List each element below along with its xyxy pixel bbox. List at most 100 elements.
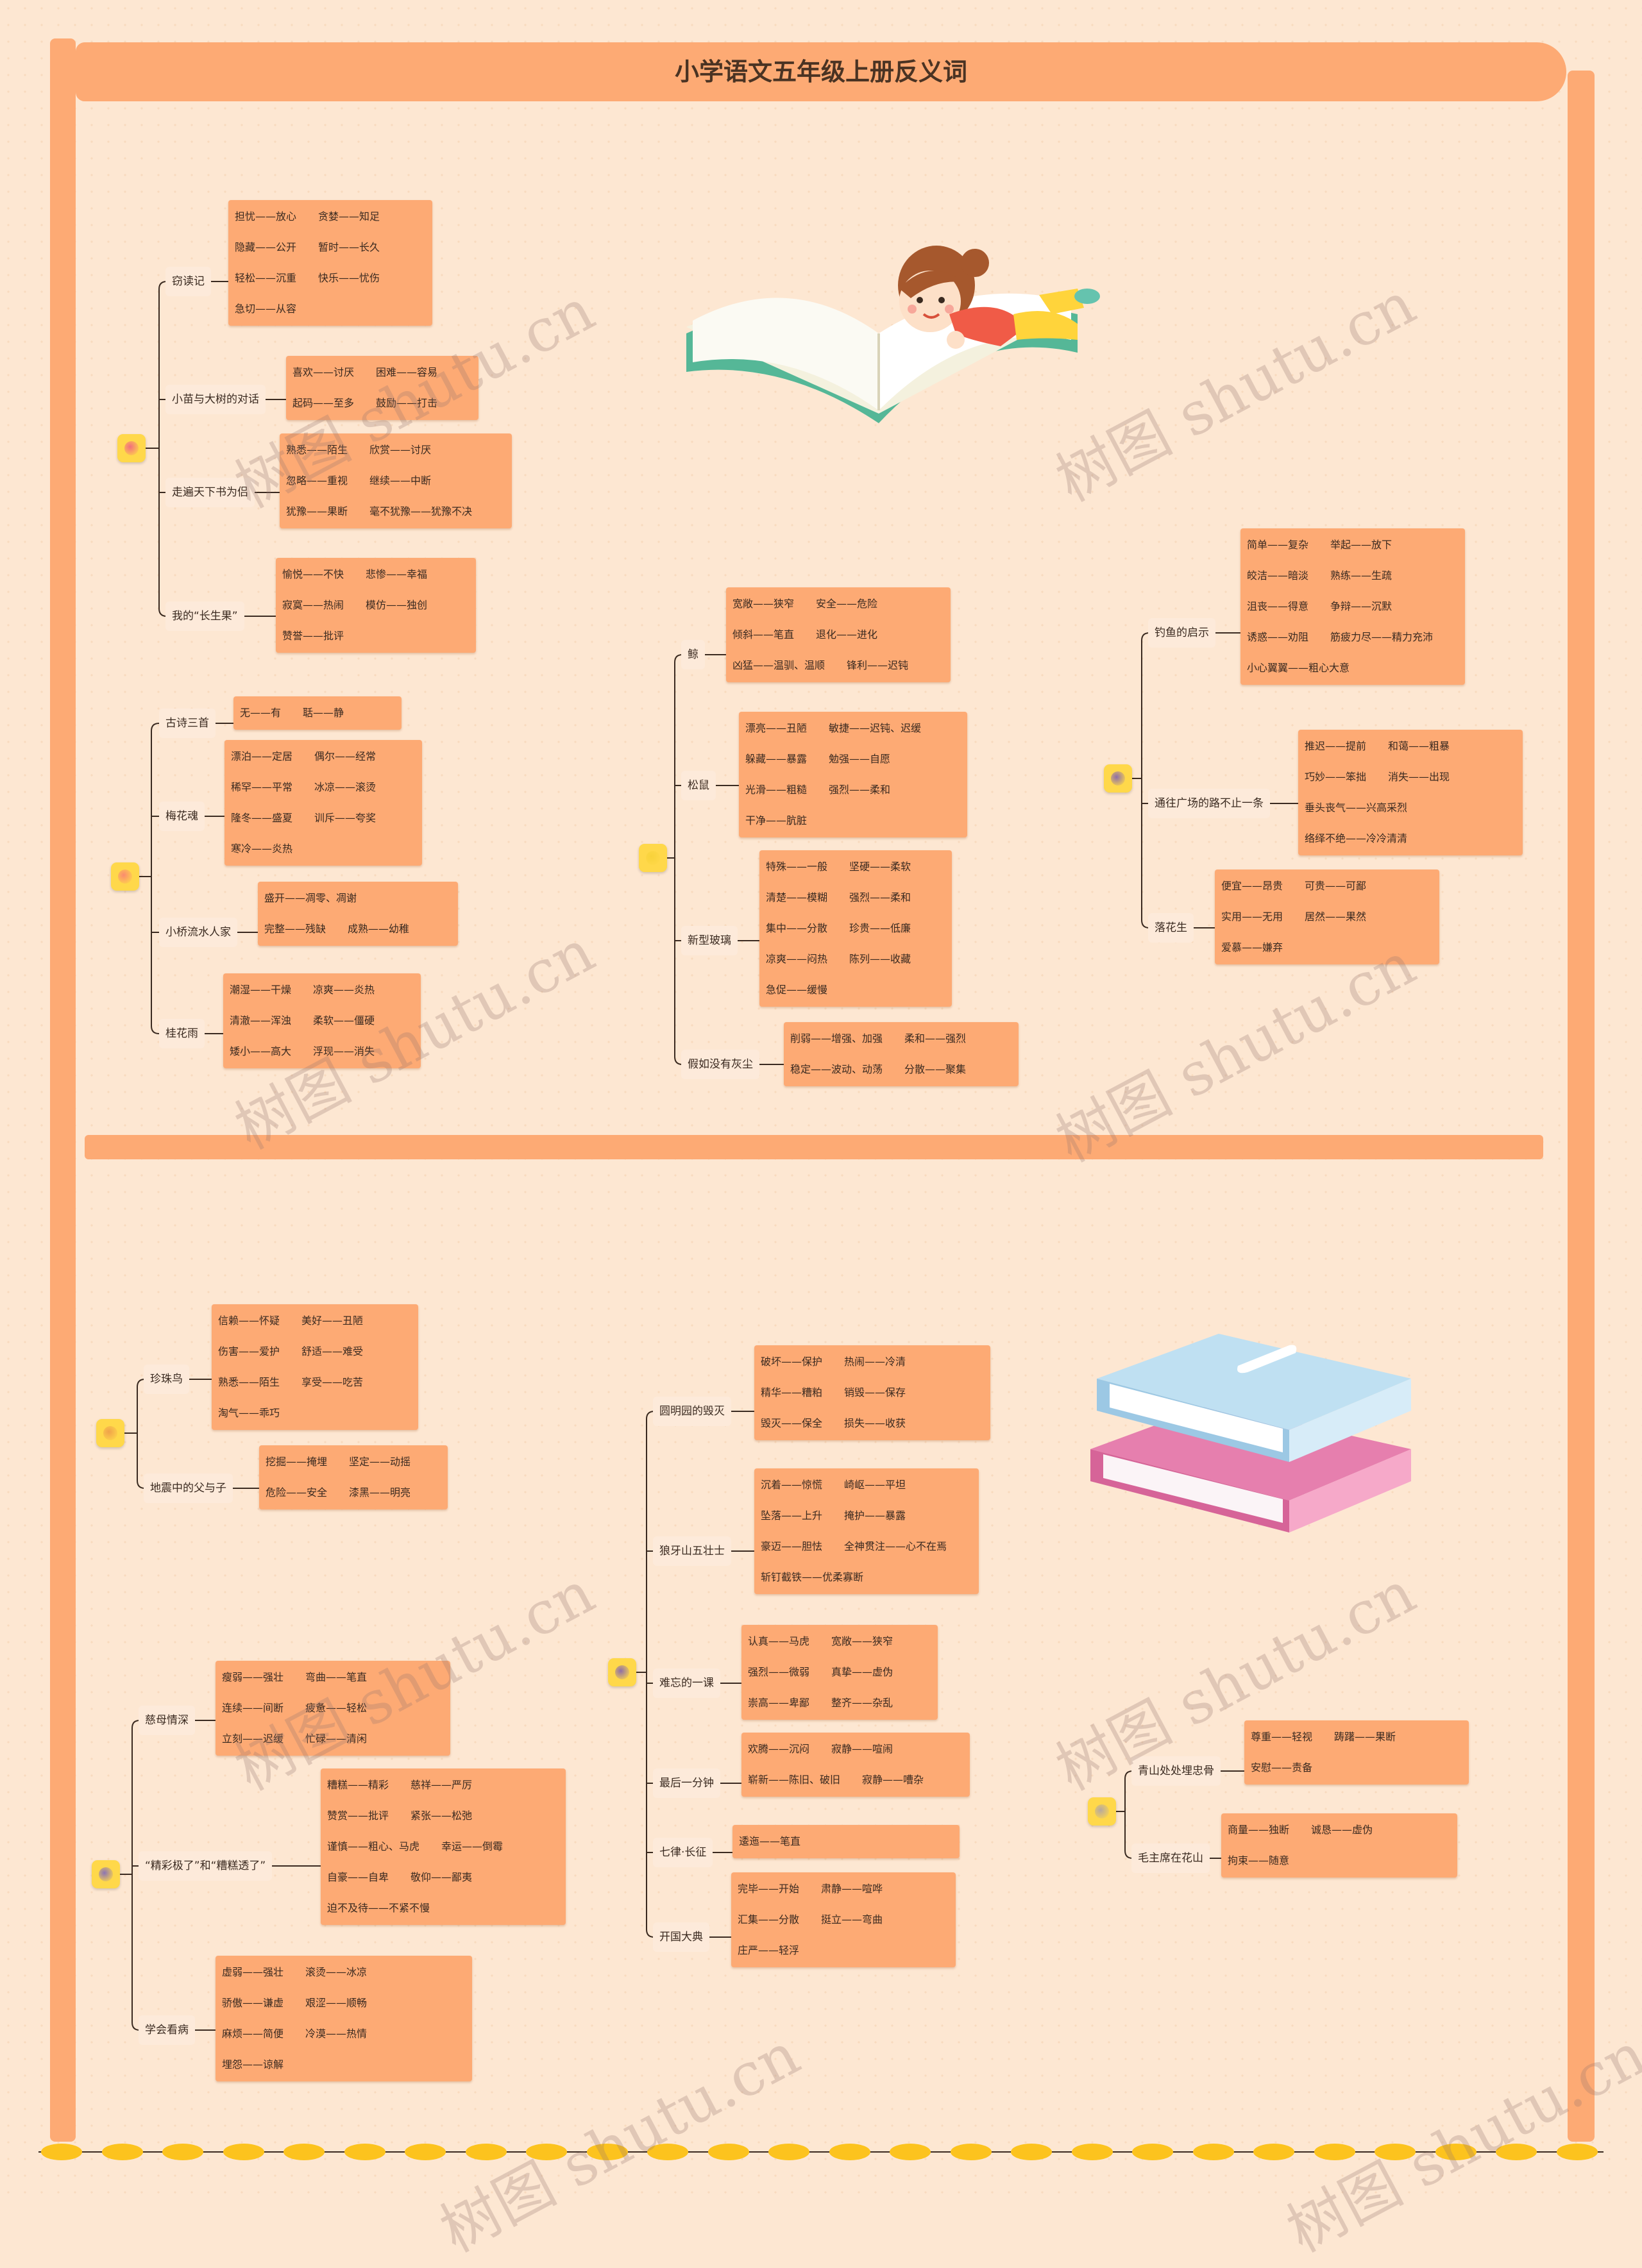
antonym-pair: 宽敞——狭窄: [831, 1635, 893, 1647]
root-node[interactable]: [1104, 764, 1132, 793]
antonym-pair: 模仿——独创: [366, 599, 428, 611]
antonym-row: 豪迈——胆怯全神贯注——心不在焉: [754, 1531, 979, 1562]
antonym-pair: 强烈——柔和: [849, 891, 911, 903]
antonym-row: 迫不及待——不紧不慢: [321, 1893, 566, 1924]
antonym-pair: 和蔼——粗暴: [1388, 740, 1450, 752]
antonym-row: 连续——间断疲惫——轻松: [216, 1693, 450, 1724]
root-node[interactable]: [608, 1658, 636, 1686]
antonym-pair: 弯曲——笔直: [305, 1671, 368, 1683]
antonym-row: 赞赏——批评紧张——松弛: [321, 1801, 566, 1831]
antonym-row: 喜欢——讨厌困难——容易: [286, 357, 478, 388]
antonym-row: 完毕——开始肃静——喧哗: [731, 1874, 956, 1904]
branch-label[interactable]: 落花生: [1148, 913, 1194, 943]
branch-label[interactable]: 学会看病: [139, 2015, 195, 2045]
branch-label[interactable]: 桂花雨: [159, 1019, 205, 1048]
antonym-pair: 筋疲力尽——精力充沛: [1330, 631, 1434, 643]
antonym-pair: 干净——肮脏: [745, 814, 808, 827]
branch-label[interactable]: 青山处处埋忠骨: [1131, 1756, 1221, 1786]
antonym-pair: 便宜——昂贵: [1221, 880, 1283, 892]
antonym-row: 宽敞——狭窄安全——危险: [726, 589, 951, 619]
bead: [1192, 2144, 1234, 2160]
girl-reading-illustration: [686, 246, 1100, 423]
antonym-row: 熟悉——陌生欣赏——讨厌: [280, 435, 512, 466]
branch-label[interactable]: “精彩极了”和“糟糕透了”: [139, 1851, 273, 1881]
antonym-pair: 小心翼翼——粗心大意: [1247, 662, 1350, 674]
antonym-row: 简单——复杂举起——放下: [1240, 530, 1465, 560]
antonym-pair: 迫不及待——不紧不慢: [327, 1902, 430, 1914]
antonym-pair: 破坏——保护: [761, 1356, 823, 1368]
root-node[interactable]: [92, 1860, 120, 1888]
branch-label[interactable]: 毛主席在花山: [1131, 1844, 1210, 1873]
branch-spine: [646, 1411, 655, 1938]
root-node-icon: [124, 441, 139, 455]
branch-label[interactable]: 开国大典: [653, 1922, 709, 1952]
antonym-pair: 安慰——责备: [1251, 1761, 1313, 1774]
branch-label[interactable]: 慈母情深: [139, 1706, 195, 1735]
branch-label[interactable]: 难忘的一课: [653, 1668, 720, 1698]
antonym-row: 无——有聒——静: [233, 698, 402, 728]
branch-label[interactable]: 小桥流水人家: [159, 918, 237, 947]
branch-label[interactable]: 通往广场的路不止一条: [1148, 789, 1270, 818]
antonym-pair: 珍贵——低廉: [849, 922, 911, 934]
antonym-pair: 凉爽——炎热: [313, 984, 375, 996]
antonym-row: 躲藏——暴露勉强——自愿: [739, 744, 967, 775]
branch-label[interactable]: 我的“长生果”: [165, 601, 244, 631]
bead: [768, 2144, 809, 2160]
branch-label[interactable]: 最后一分钟: [653, 1768, 720, 1798]
branch-label[interactable]: 梅花魂: [159, 802, 205, 831]
root-node[interactable]: [111, 862, 139, 891]
antonym-row: 谨慎——粗心、马虎幸运——倒霉: [321, 1831, 566, 1862]
branch-label[interactable]: 古诗三首: [159, 709, 216, 738]
branch-label[interactable]: 地震中的父与子: [144, 1474, 233, 1503]
branch-label[interactable]: 小苗与大树的对话: [165, 385, 266, 414]
bead: [1314, 2144, 1355, 2160]
antonym-pair: 勉强——自愿: [829, 753, 891, 765]
antonym-list: 削弱——增强、加强柔和——强烈稳定——波动、动荡分散——聚集: [784, 1022, 1019, 1086]
root-node[interactable]: [117, 434, 146, 462]
branch-label[interactable]: 狼牙山五壮士: [653, 1536, 731, 1566]
antonym-pair: 沉着——惊慌: [761, 1479, 823, 1491]
root-node[interactable]: [1088, 1797, 1116, 1826]
branch-label[interactable]: 走遍天下书为侣: [165, 478, 255, 507]
bead: [1435, 2144, 1477, 2160]
root-node[interactable]: [639, 844, 667, 872]
branch-label[interactable]: 钓鱼的启示: [1148, 618, 1215, 648]
antonym-pair: 实用——无用: [1221, 911, 1283, 923]
branch-label[interactable]: 假如没有灰尘: [681, 1050, 759, 1079]
antonym-row: 小心翼翼——粗心大意: [1240, 653, 1465, 684]
branch-label[interactable]: 圆明园的毁灭: [653, 1397, 731, 1426]
antonym-pair: 陈列——收藏: [849, 953, 911, 965]
branch-label[interactable]: 松鼠: [681, 771, 716, 800]
branch-label[interactable]: 珍珠鸟: [144, 1365, 189, 1394]
antonym-row: 集中——分散珍贵——低廉: [759, 913, 952, 944]
branch-spine: [1141, 632, 1150, 928]
antonym-row: 凉爽——闷热陈列——收藏: [759, 944, 952, 975]
antonym-row: 便宜——昂贵可贵——可鄙: [1215, 871, 1439, 902]
antonym-pair: 崇高——卑鄙: [748, 1697, 810, 1709]
antonym-pair: 清楚——模糊: [766, 891, 828, 903]
antonym-pair: 熟悉——陌生: [218, 1376, 280, 1388]
antonym-pair: 矮小——高大: [230, 1045, 292, 1057]
branch-spine: [1124, 1770, 1133, 1859]
branch-label[interactable]: 七律·长征: [653, 1838, 713, 1867]
branch-label[interactable]: 窃读记: [165, 267, 211, 296]
antonym-row: 矮小——高大浮现——消失: [223, 1036, 421, 1067]
root-node[interactable]: [96, 1419, 124, 1447]
antonym-pair: 享受——吃苦: [301, 1376, 364, 1388]
antonym-pair: 紧张——松弛: [410, 1810, 473, 1822]
antonym-pair: 真挚——虚伪: [831, 1666, 893, 1678]
bead: [41, 2144, 82, 2160]
antonym-list: 完毕——开始肃静——喧哗汇集——分散挺立——弯曲庄严——轻浮: [731, 1872, 956, 1967]
antonym-pair: 偶尔——经常: [314, 750, 377, 762]
antonym-row: 寂寞——热闹模仿——独创: [276, 590, 476, 621]
antonym-list: 糟糕——精彩慈祥——严厉赞赏——批评紧张——松弛谨慎——粗心、马虎幸运——倒霉自…: [321, 1768, 566, 1925]
bead: [950, 2144, 992, 2160]
branch-label[interactable]: 鲸: [681, 640, 705, 669]
antonym-pair: 谨慎——粗心、马虎: [327, 1840, 420, 1852]
root-node-icon: [1111, 771, 1125, 785]
antonym-pair: 锋利——迟钝: [847, 659, 909, 671]
antonym-pair: 倾斜——笔直: [732, 628, 795, 641]
antonym-row: 破坏——保护热闹——冷清: [754, 1347, 990, 1377]
antonym-pair: 皎洁——暗淡: [1247, 569, 1309, 582]
branch-label[interactable]: 新型玻璃: [681, 926, 738, 955]
